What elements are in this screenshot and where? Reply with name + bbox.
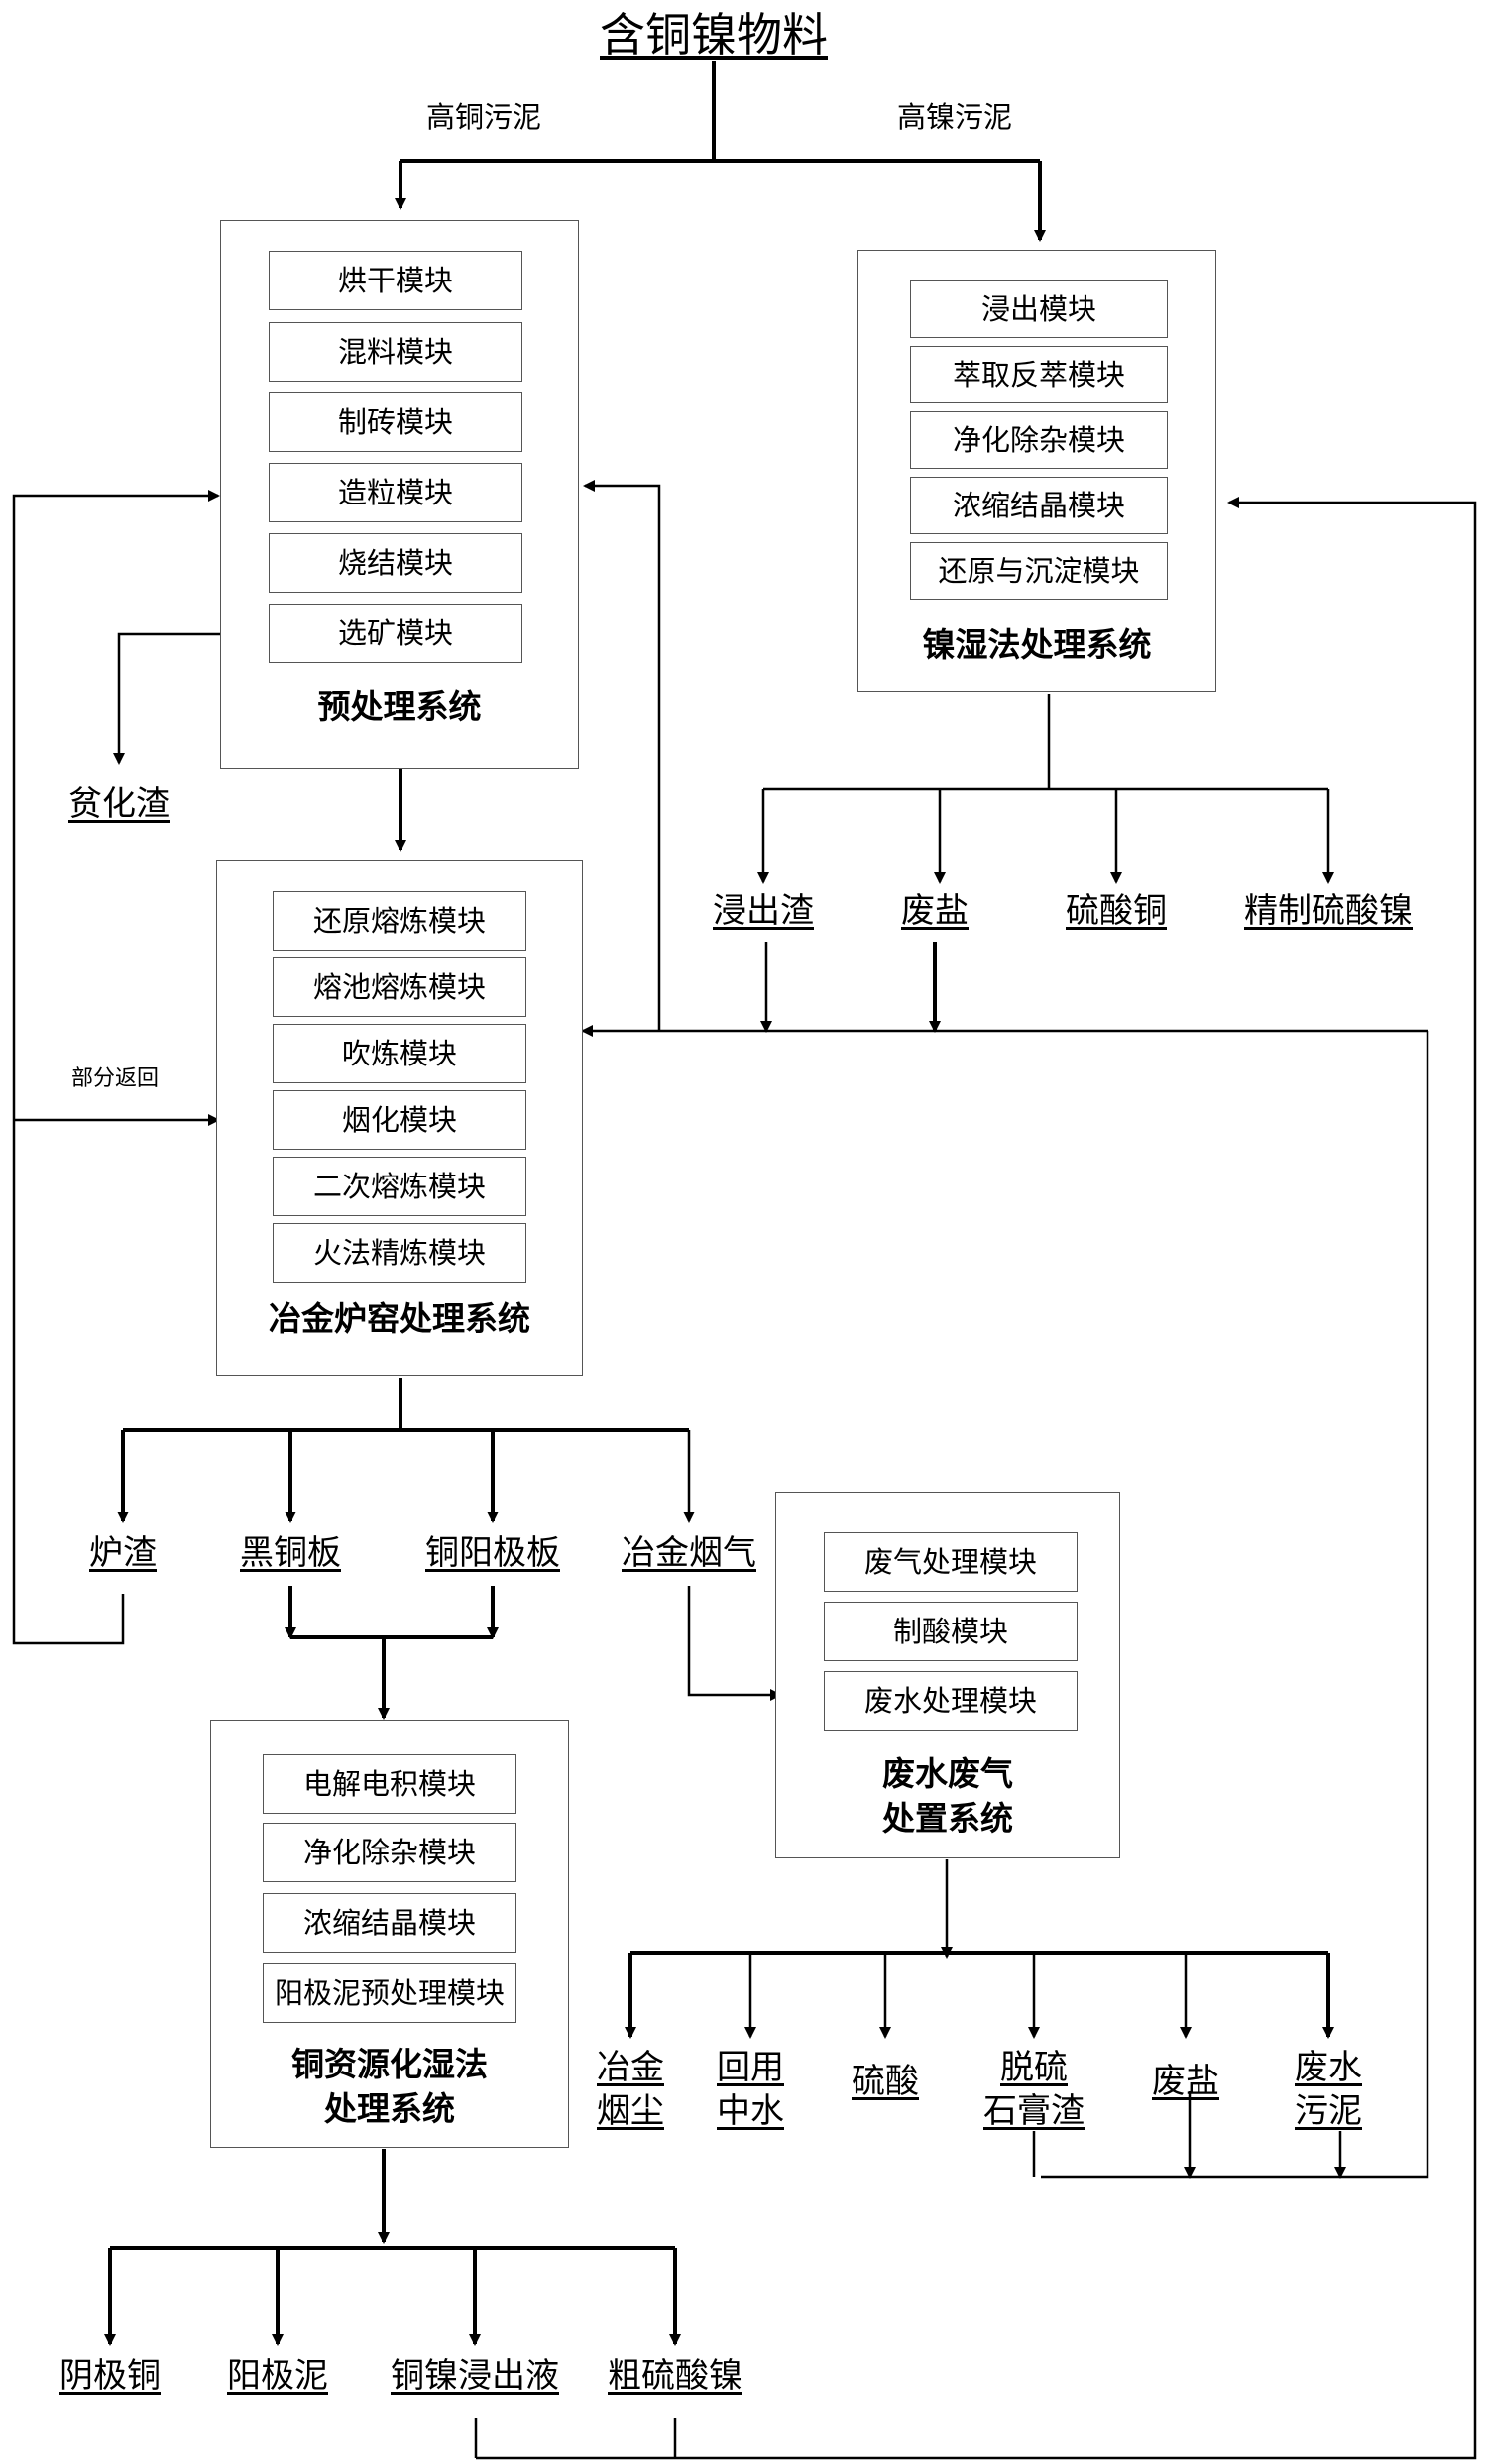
product-cathode-copper: 阴极铜 bbox=[59, 2356, 161, 2396]
product-gypsum-line2: 石膏渣 bbox=[983, 2091, 1085, 2132]
product-wastewater-sludge: 废水 污泥 bbox=[1295, 2046, 1362, 2133]
pretreatment-system: 烘干模块 混料模块 制砖模块 造粒模块 烧结模块 选矿模块 预处理系统 bbox=[220, 220, 579, 769]
module-fuming: 烟化模块 bbox=[273, 1090, 526, 1150]
copper-wet-title-line2: 处理系统 bbox=[324, 2088, 455, 2128]
product-metallurgical-dust-line2: 烟尘 bbox=[597, 2091, 664, 2132]
furnace-system: 还原熔炼模块 熔池熔炼模块 吹炼模块 烟化模块 二次熔炼模块 火法精炼模块 冶金… bbox=[216, 860, 583, 1376]
product-gypsum-line1: 脱硫 bbox=[1000, 2048, 1068, 2087]
product-sulfuric-acid: 硫酸 bbox=[852, 2060, 919, 2103]
module-drying: 烘干模块 bbox=[269, 251, 522, 310]
flue-gas-to-treatment bbox=[687, 1586, 782, 1701]
product-copper-anode-plate: 铜阳极板 bbox=[425, 1533, 560, 1573]
source-material-title: 含铜镍物料 bbox=[600, 8, 828, 61]
product-anode-slime: 阳极泥 bbox=[227, 2356, 328, 2396]
return-to-pretreatment bbox=[583, 480, 661, 1031]
copper-wet-title: 铜资源化湿法 处理系统 bbox=[211, 2043, 568, 2131]
product-lean-slag: 贫化渣 bbox=[68, 784, 170, 824]
module-granulation: 造粒模块 bbox=[269, 463, 522, 522]
gas-water-title-line1: 废水废气 bbox=[882, 1754, 1013, 1793]
product-wastewater-sludge-line1: 废水 bbox=[1295, 2048, 1362, 2087]
copper-wet-title-line1: 铜资源化湿法 bbox=[291, 2045, 488, 2083]
module-fire-refining: 火法精炼模块 bbox=[273, 1223, 526, 1283]
product-reclaimed-water: 回用 中水 bbox=[717, 2046, 784, 2133]
module-wastewater-treatment: 废水处理模块 bbox=[824, 1671, 1078, 1731]
module-exhaust-treatment: 废气处理模块 bbox=[824, 1532, 1078, 1592]
product-sulfuric-acid-line1: 硫酸 bbox=[852, 2062, 919, 2101]
module-bath-smelting: 熔池熔炼模块 bbox=[273, 957, 526, 1017]
product-metallurgical-dust: 冶金 烟尘 bbox=[597, 2046, 664, 2133]
product-wastewater-sludge-line2: 污泥 bbox=[1295, 2091, 1362, 2132]
gas-water-system: 废气处理模块 制酸模块 废水处理模块 废水废气 处置系统 bbox=[775, 1492, 1120, 1858]
copper-wet-system: 电解电积模块 净化除杂模块 浓缩结晶模块 阳极泥预处理模块 铜资源化湿法 处理系… bbox=[210, 1720, 569, 2148]
module-electrolysis: 电解电积模块 bbox=[263, 1754, 516, 1814]
product-crude-nickel-sulfate: 粗硫酸镍 bbox=[608, 2356, 742, 2396]
label-high-nickel-sludge: 高镍污泥 bbox=[897, 100, 1013, 134]
gas-water-title: 废水废气 处置系统 bbox=[776, 1752, 1119, 1841]
nickel-wet-system: 浸出模块 萃取反萃模块 净化除杂模块 浓缩结晶模块 还原与沉淀模块 镍湿法处理系… bbox=[857, 250, 1216, 692]
module-extraction: 萃取反萃模块 bbox=[910, 346, 1168, 403]
module-purification-cu: 净化除杂模块 bbox=[263, 1823, 516, 1882]
return-to-nickel-wet bbox=[476, 497, 1477, 2460]
module-brick-making: 制砖模块 bbox=[269, 392, 522, 452]
label-partial-return: 部分返回 bbox=[71, 1066, 160, 1091]
module-acid-making: 制酸模块 bbox=[824, 1602, 1078, 1661]
module-mixing: 混料模块 bbox=[269, 322, 522, 382]
label-high-copper-sludge: 高铜污泥 bbox=[426, 100, 542, 134]
product-refined-nickel-sulfate: 精制硫酸镍 bbox=[1244, 891, 1413, 931]
module-crystallization: 浓缩结晶模块 bbox=[910, 477, 1168, 534]
product-furnace-slag: 炉渣 bbox=[89, 1533, 157, 1573]
product-metallurgical-flue-gas: 冶金烟气 bbox=[622, 1533, 756, 1573]
module-reduction-smelting: 还原熔炼模块 bbox=[273, 891, 526, 951]
product-metallurgical-dust-line1: 冶金 bbox=[597, 2048, 664, 2087]
product-copper-nickel-leach-solution: 铜镍浸出液 bbox=[391, 2356, 559, 2396]
pretreatment-title: 预处理系统 bbox=[317, 687, 482, 726]
slag-return-to-pretreatment bbox=[12, 490, 220, 1645]
module-converting: 吹炼模块 bbox=[273, 1024, 526, 1083]
product-waste-salt-2-line1: 废盐 bbox=[1152, 2062, 1219, 2101]
module-beneficiation: 选矿模块 bbox=[269, 604, 522, 663]
product-copper-sulfate: 硫酸铜 bbox=[1066, 891, 1167, 931]
product-desulfurization-gypsum: 脱硫 石膏渣 bbox=[983, 2046, 1085, 2133]
furnace-title: 冶金炉窑处理系统 bbox=[269, 1299, 530, 1338]
module-secondary-smelting: 二次熔炼模块 bbox=[273, 1157, 526, 1216]
product-reclaimed-water-line1: 回用 bbox=[717, 2048, 784, 2087]
module-reduction-precipitation: 还原与沉淀模块 bbox=[910, 542, 1168, 600]
product-waste-salt-2: 废盐 bbox=[1152, 2060, 1219, 2103]
product-waste-salt: 废盐 bbox=[901, 891, 969, 931]
module-purification: 净化除杂模块 bbox=[910, 411, 1168, 469]
module-crystallization-cu: 浓缩结晶模块 bbox=[263, 1893, 516, 1953]
module-anode-slime-pretreatment: 阳极泥预处理模块 bbox=[263, 1963, 516, 2023]
module-leaching: 浸出模块 bbox=[910, 280, 1168, 338]
product-reclaimed-water-line2: 中水 bbox=[717, 2091, 784, 2132]
product-black-copper-plate: 黑铜板 bbox=[240, 1533, 341, 1573]
module-sintering: 烧结模块 bbox=[269, 533, 522, 593]
gas-water-return-line bbox=[1041, 1031, 1429, 2179]
nickel-wet-title: 镍湿法处理系统 bbox=[922, 625, 1152, 664]
gas-water-title-line2: 处置系统 bbox=[882, 1798, 1013, 1838]
arrow-to-lean-slag bbox=[113, 632, 220, 765]
product-leach-residue: 浸出渣 bbox=[713, 891, 814, 931]
